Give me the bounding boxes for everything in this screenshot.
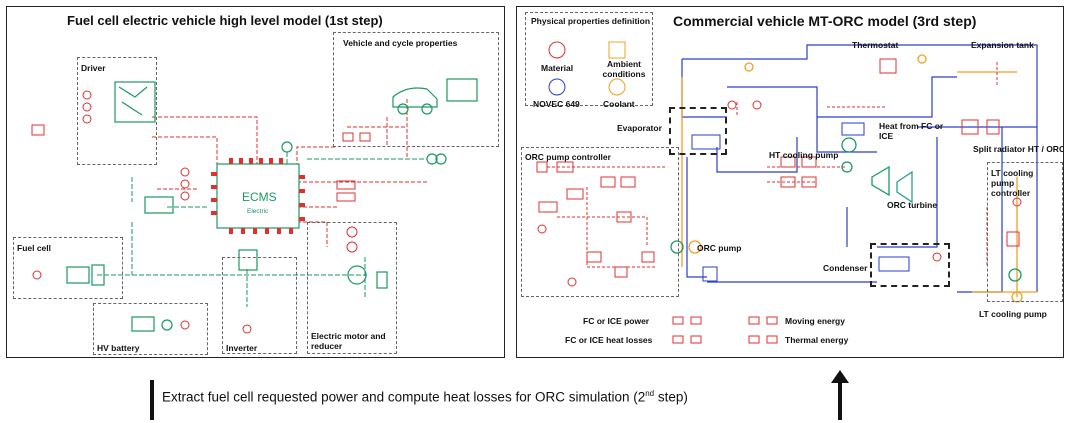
legend-material: Material: [541, 63, 574, 73]
evaporator-label: Evaporator: [617, 123, 662, 133]
mt-orc-model-panel: Commercial vehicle MT-ORC model (3rd ste…: [516, 6, 1064, 358]
orc-pump-label: ORC pump: [697, 243, 742, 253]
legend-novec: NOVEC 649: [533, 99, 580, 109]
legend-coolant: Coolant: [603, 99, 635, 109]
caption-superscript: nd: [645, 389, 655, 398]
right-panel-title: Commercial vehicle MT-ORC model (3rd ste…: [673, 13, 977, 29]
motor-label: Electric motor and reducer: [311, 331, 386, 351]
caption-text: Extract fuel cell requested power and co…: [162, 389, 646, 405]
lt-controller-box: [987, 162, 1063, 302]
evaporator-box: [669, 107, 727, 155]
inverter-label: Inverter: [226, 343, 258, 353]
legend-box-title: Physical properties definition: [531, 16, 651, 26]
lt-pump-label: LT cooling pump: [979, 309, 1047, 319]
orc-wiring: [536, 41, 1038, 344]
hv-battery-box: [93, 303, 208, 355]
orc-controller-label: ORC pump controller: [525, 152, 611, 162]
driver-label: Driver: [81, 63, 106, 73]
lt-controller-label: LT cooling pump controller: [991, 168, 1034, 198]
orc-controller-box: [521, 147, 679, 297]
inverter-box: [222, 257, 297, 354]
fuel-cell-box: [13, 237, 123, 299]
orc-turbine-label: ORC turbine: [887, 200, 938, 210]
condenser-box: [870, 243, 950, 287]
fcev-wiring: ECMS Electric: [31, 78, 478, 334]
legend-thermal-energy: Thermal energy: [785, 335, 849, 345]
condenser-label: Condenser: [823, 263, 868, 273]
motor-box: [307, 222, 397, 354]
ecms-sublabel: Electric: [247, 208, 269, 215]
vehicle-box: [333, 32, 499, 147]
legend-fc-power: FC or ICE power: [583, 316, 650, 326]
heat-from-label: Heat from FC or ICE: [879, 121, 944, 141]
left-panel-title: Fuel cell electric vehicle high level mo…: [67, 13, 383, 28]
legend-fc-heat-losses: FC or ICE heat losses: [565, 335, 653, 345]
ecms-label: ECMS: [242, 190, 277, 204]
thermostat-label: Thermostat: [852, 40, 899, 50]
legend-moving-energy: Moving energy: [785, 316, 845, 326]
fuel-cell-label: Fuel cell: [17, 243, 52, 253]
left-marker-bar: [150, 380, 154, 420]
legend-ambient: Ambient conditions: [602, 59, 646, 79]
step2-caption: Extract fuel cell requested power and co…: [162, 389, 688, 405]
vehicle-label: Vehicle and cycle properties: [343, 38, 458, 48]
expansion-tank-label: Expansion tank: [971, 40, 1034, 50]
split-radiator-label: Split radiator HT / ORC: [973, 144, 1064, 154]
caption-end: step): [654, 389, 688, 405]
ht-pump-label: HT cooling pump: [769, 150, 839, 160]
legend-box: [525, 12, 653, 106]
hv-battery-label: HV battery: [97, 343, 140, 353]
fcev-model-panel: Fuel cell electric vehicle high level mo…: [6, 6, 505, 358]
driver-box: [77, 57, 157, 165]
